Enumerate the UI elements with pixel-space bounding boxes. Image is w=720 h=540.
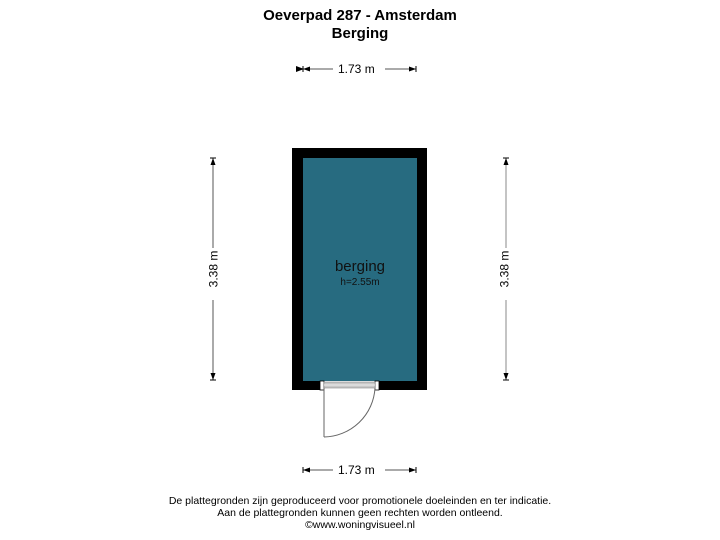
plan-floor-title: Berging [331,25,389,42]
right-height-label: 3.38 m [497,248,512,290]
room-height-label: h=2.55m [340,277,380,288]
left-dimension-line [210,157,216,381]
room-name-label: berging [334,258,386,275]
plan-address-title: Oeverpad 287 - Amsterdam [263,7,457,24]
bottom-dimension-line [302,467,417,473]
bottom-width-label: 1.73 m [336,463,377,477]
room-walls [292,148,427,390]
room-floor-berging [303,158,417,381]
copyright-line: ©www.woningvisueel.nl [305,519,415,531]
left-height-label: 3.38 m [206,248,221,290]
disclaimer-line-2: Aan de plattegronden kunnen geen rechten… [217,507,503,519]
top-dimension-line [296,66,417,72]
door-symbol [319,380,380,438]
top-width-label: 1.73 m [336,62,377,76]
disclaimer-line-1: De plattegronden zijn geproduceerd voor … [168,495,552,507]
right-dimension-line [503,157,509,381]
